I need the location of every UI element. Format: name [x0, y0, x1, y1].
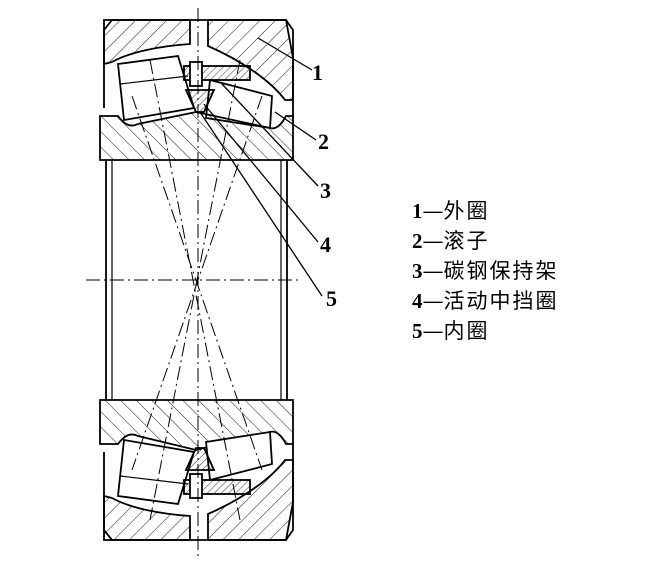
outer-ring-chamfer — [103, 19, 113, 31]
callout-number-3: 3 — [320, 178, 331, 203]
legend-number: 5 — [412, 319, 423, 343]
leader-line-1 — [257, 37, 313, 71]
leader-line-5 — [199, 111, 323, 297]
roller-top-left — [117, 55, 196, 122]
legend-label: 内圈 — [443, 319, 490, 343]
legend-item: 5—内圈 — [412, 316, 642, 346]
center-lines — [86, 8, 300, 556]
roller-top-left-line — [119, 75, 189, 85]
outer-ring-bottom-outline — [103, 442, 294, 541]
legend-item: 1—外圈 — [412, 196, 642, 226]
legend-label: 碳钢保持架 — [443, 259, 559, 283]
roller-bottom-left — [117, 438, 196, 505]
legend-number: 2 — [412, 229, 423, 253]
legend-item: 2—滚子 — [412, 226, 642, 256]
leader-lines — [199, 37, 323, 297]
inner-ring-top — [99, 111, 294, 161]
cage-bottom-bridge — [189, 473, 203, 499]
outer-ring-bottom-right — [207, 459, 294, 541]
callout-number-1: 1 — [312, 60, 323, 85]
legend-item: 3—碳钢保持架 — [412, 256, 642, 286]
leader-line-4 — [203, 103, 319, 243]
legend-label: 活动中挡圈 — [443, 289, 559, 313]
cage-top-bridge — [189, 61, 203, 87]
legend-number: 3 — [412, 259, 423, 283]
callout-number-5: 5 — [326, 286, 337, 311]
leader-line-2 — [274, 111, 317, 141]
roller-bottom-left-line — [119, 475, 189, 485]
outer-ring-top-outline — [103, 19, 294, 118]
legend-number: 4 — [412, 289, 423, 313]
legend-dash: — — [422, 199, 444, 223]
legend-number: 1 — [412, 199, 423, 223]
legend-item: 4—活动中挡圈 — [412, 286, 642, 316]
callout-number-2: 2 — [318, 129, 329, 154]
bearing-drawing — [86, 8, 323, 556]
legend-label: 外圈 — [443, 199, 490, 223]
guide-ring-bottom — [184, 447, 216, 471]
callout-numbers: 1 2 3 4 5 — [312, 60, 337, 311]
outer-ring-bottom-left — [103, 494, 191, 541]
legend: 1—外圈 2—滚子 3—碳钢保持架 4—活动中挡圈 5—内圈 — [412, 196, 642, 346]
leader-line-3 — [221, 83, 319, 187]
legend-dash: — — [422, 259, 444, 283]
legend-dash: — — [422, 229, 444, 253]
callout-number-4: 4 — [320, 232, 331, 257]
pressure-line-4 — [131, 95, 263, 471]
legend-dash: — — [422, 319, 444, 343]
outer-ring-top-left — [103, 19, 191, 66]
guide-ring-top — [184, 89, 216, 113]
outer-ring-bottom-chamfer — [103, 529, 113, 541]
legend-dash: — — [422, 289, 444, 313]
legend-label: 滚子 — [443, 229, 490, 253]
